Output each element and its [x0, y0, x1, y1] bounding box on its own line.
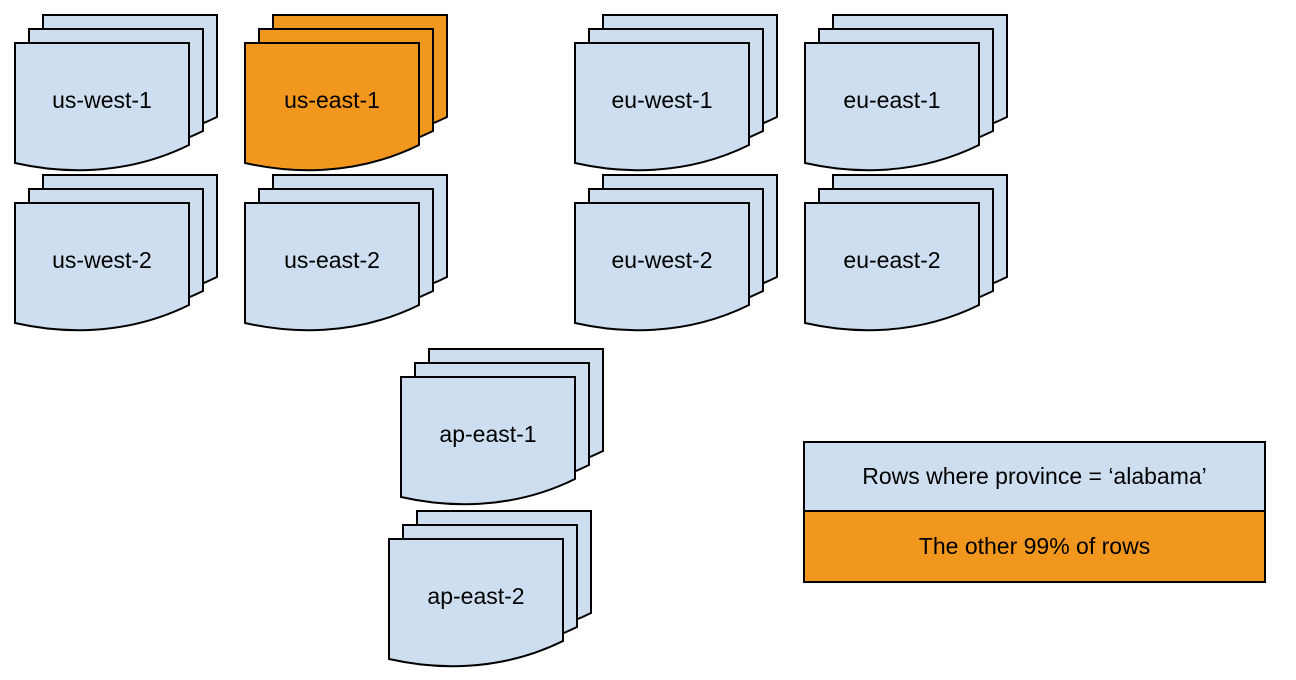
- document-stack-icon: [574, 174, 778, 332]
- document-stack-icon: [400, 348, 604, 506]
- region-stack-us-west-2: us-west-2: [14, 174, 220, 332]
- document-sheet-front-icon: [14, 202, 190, 332]
- region-stack-ap-east-1: ap-east-1: [400, 348, 606, 506]
- document-sheet-front-icon: [804, 202, 980, 332]
- document-sheet-front-icon: [804, 42, 980, 172]
- region-stack-us-east-2: us-east-2: [244, 174, 450, 332]
- region-stack-eu-west-2: eu-west-2: [574, 174, 780, 332]
- legend-item-alabama-rows: Rows where province = ‘alabama’: [805, 443, 1264, 512]
- document-stack-icon: [14, 14, 218, 172]
- legend-item-other-rows: The other 99% of rows: [805, 512, 1264, 581]
- document-sheet-front-icon: [388, 538, 564, 668]
- region-stack-us-west-1: us-west-1: [14, 14, 220, 172]
- document-stack-icon: [804, 14, 1008, 172]
- document-sheet-front-icon: [400, 376, 576, 506]
- region-stack-ap-east-2: ap-east-2: [388, 510, 594, 668]
- document-stack-icon: [14, 174, 218, 332]
- legend-item-label: Rows where province = ‘alabama’: [862, 463, 1207, 489]
- legend-item-label: The other 99% of rows: [918, 533, 1151, 559]
- document-sheet-front-icon: [574, 202, 750, 332]
- document-sheet-front-icon: [244, 42, 420, 172]
- document-sheet-front-icon: [14, 42, 190, 172]
- legend: Rows where province = ‘alabama’ The othe…: [803, 441, 1266, 583]
- document-stack-icon: [574, 14, 778, 172]
- document-sheet-front-icon: [574, 42, 750, 172]
- region-stack-eu-east-2: eu-east-2: [804, 174, 1010, 332]
- document-stack-icon: [244, 14, 448, 172]
- document-sheet-front-icon: [244, 202, 420, 332]
- document-stack-icon: [388, 510, 592, 668]
- region-stack-us-east-1: us-east-1: [244, 14, 450, 172]
- document-stack-icon: [804, 174, 1008, 332]
- region-stack-eu-east-1: eu-east-1: [804, 14, 1010, 172]
- region-stack-eu-west-1: eu-west-1: [574, 14, 780, 172]
- document-stack-icon: [244, 174, 448, 332]
